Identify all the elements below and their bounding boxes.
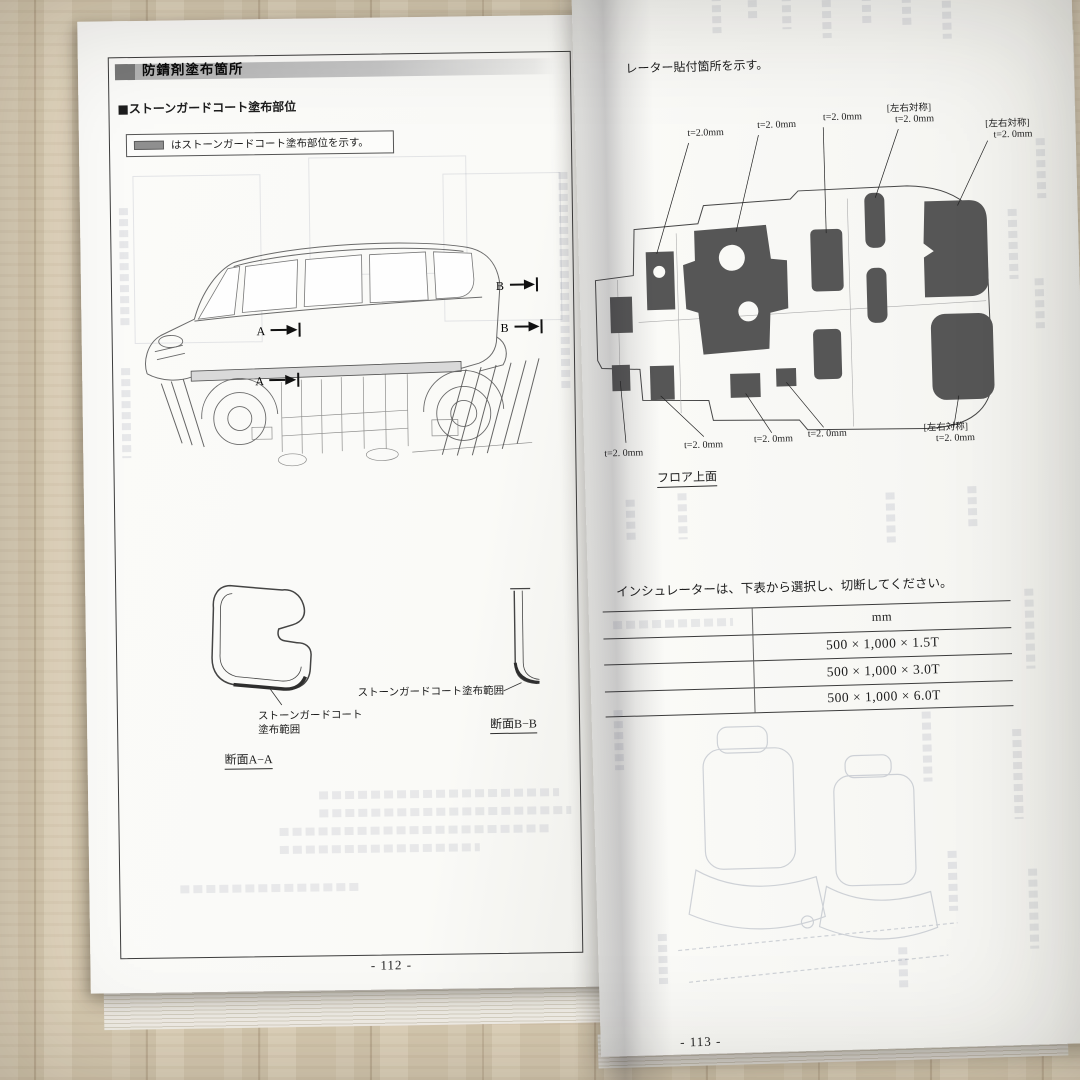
- legend-box: はストーンガードコート塗布部位を示す。: [125, 130, 395, 158]
- ghost-bleed-text: [1012, 728, 1024, 820]
- thickness-label: t=2. 0mm: [604, 447, 644, 460]
- thickness-label: t=2. 0mm: [757, 118, 797, 132]
- ghost-bleed-text: [121, 368, 132, 459]
- table-cell-size: 500 × 1,000 × 3.0T: [826, 660, 941, 680]
- cross-section-b-figure: [503, 587, 540, 692]
- ghost-bleed-text: [625, 499, 636, 540]
- table-header-blank-cell: [602, 608, 754, 639]
- table-cell-blank: [604, 661, 755, 692]
- ghost-bleed-text: [967, 486, 978, 531]
- section-b-range-label: ストーンガードコート塗布範囲: [357, 685, 505, 699]
- left-page: 防錆剤塗布箇所 ■ストーンガードコート塗布部位 はストーンガードコート塗布部位を…: [77, 14, 623, 994]
- intro-text-fragment: レーター貼付箇所を示す。: [625, 57, 769, 76]
- ghost-bleed-text: [1028, 868, 1040, 949]
- floor-panel-figure: [594, 127, 995, 443]
- marker-a-label: A: [256, 324, 265, 338]
- symmetry-label: [左右対称]: [985, 118, 1030, 130]
- ghost-bleed-text: [1035, 138, 1047, 199]
- ghost-bleed-text: [821, 0, 832, 39]
- ghost-bleed-text: [861, 0, 872, 28]
- section-a-caption: 断面A−A: [224, 750, 273, 770]
- ghost-bleed-text: [1034, 278, 1045, 329]
- marker-a-label: A: [255, 374, 264, 388]
- section-header-bar: 防錆剤塗布箇所: [114, 58, 557, 81]
- ghost-bleed-text: [747, 0, 758, 19]
- car-underbody-figure: A A B B: [145, 242, 543, 467]
- table-cell-blank: [604, 687, 756, 717]
- floor-caption: フロア上面: [656, 467, 718, 488]
- ghost-bleed-text: [319, 788, 560, 800]
- ghost-bleed-text: [711, 0, 722, 34]
- thickness-label: t=2.0mm: [687, 126, 724, 140]
- ghost-bleed-text: [279, 843, 480, 855]
- legend-text: はストーンガードコート塗布部位を示す。: [170, 137, 369, 152]
- symmetry-label: [左右対称]: [886, 103, 932, 115]
- table-cell-size: 500 × 1,000 × 6.0T: [827, 686, 942, 706]
- thickness-label: t=2. 0mm: [753, 433, 794, 446]
- ghost-bleed-text: [885, 492, 896, 543]
- selection-note: インシュレーターは、下表から選択し、切断してください。: [615, 575, 953, 600]
- ghost-bleed-text: [1024, 588, 1036, 669]
- table-cell-size: 500 × 1,000 × 1.5T: [825, 634, 940, 653]
- marker-b-label: B: [496, 279, 504, 293]
- table-unit-header: mm: [871, 609, 893, 625]
- marker-b-callouts: B B: [496, 277, 543, 335]
- thickness-label: t=2. 0mm: [993, 128, 1033, 141]
- ghost-bleed-text: [279, 824, 550, 837]
- ghost-bleed-text: [677, 493, 688, 540]
- section-a-range-line2: 塗布範囲: [258, 724, 301, 737]
- ghost-bleed-text: [612, 617, 734, 630]
- thickness-label: t=2. 0mm: [935, 432, 976, 445]
- section-a-range-line1: ストーンガードコート: [257, 709, 363, 723]
- marker-b-label: B: [500, 321, 508, 335]
- ghost-bleed-text: [118, 208, 130, 329]
- callout-leader-lines: [619, 127, 989, 443]
- cross-section-a-figure: [211, 584, 312, 706]
- thickness-label: t=2. 0mm: [807, 427, 847, 440]
- ghost-bleed-text: [613, 710, 625, 771]
- insulator-size-table: mm 500 × 1,000 × 1.5T 500 × 1,000 × 3.0T…: [602, 600, 1014, 718]
- ghost-bleed-text: [657, 933, 669, 985]
- ghost-bleed-text: [941, 0, 952, 39]
- left-page-content-frame: 防錆剤塗布箇所 ■ストーンガードコート塗布部位 はストーンガードコート塗布部位を…: [107, 50, 584, 960]
- right-page: レーター貼付箇所を示す。: [571, 0, 1080, 1057]
- thickness-label: t=2. 0mm: [894, 113, 935, 126]
- ghost-bleed-text: [781, 0, 792, 30]
- ghost-bleed-text: [319, 805, 572, 818]
- insulator-patches: [609, 192, 995, 401]
- symmetry-label: [左右対称]: [923, 422, 969, 434]
- ghost-bleed-text: [180, 882, 361, 894]
- subsection-title: ■ストーンガードコート塗布部位: [117, 99, 297, 117]
- right-page-number: - 113 -: [679, 1033, 722, 1050]
- section-b-caption: 断面B−B: [489, 714, 538, 735]
- marker-a-callouts: A A: [255, 322, 301, 388]
- thickness-label: t=2. 0mm: [683, 439, 724, 452]
- section-title: 防錆剤塗布箇所: [141, 61, 244, 79]
- coat-color-swatch-icon: [133, 140, 165, 150]
- table-cell-blank: [603, 634, 755, 665]
- ghost-bleed-text: [901, 0, 912, 26]
- thickness-label: t=2. 0mm: [822, 111, 863, 124]
- ghost-seat-figure: [678, 725, 958, 983]
